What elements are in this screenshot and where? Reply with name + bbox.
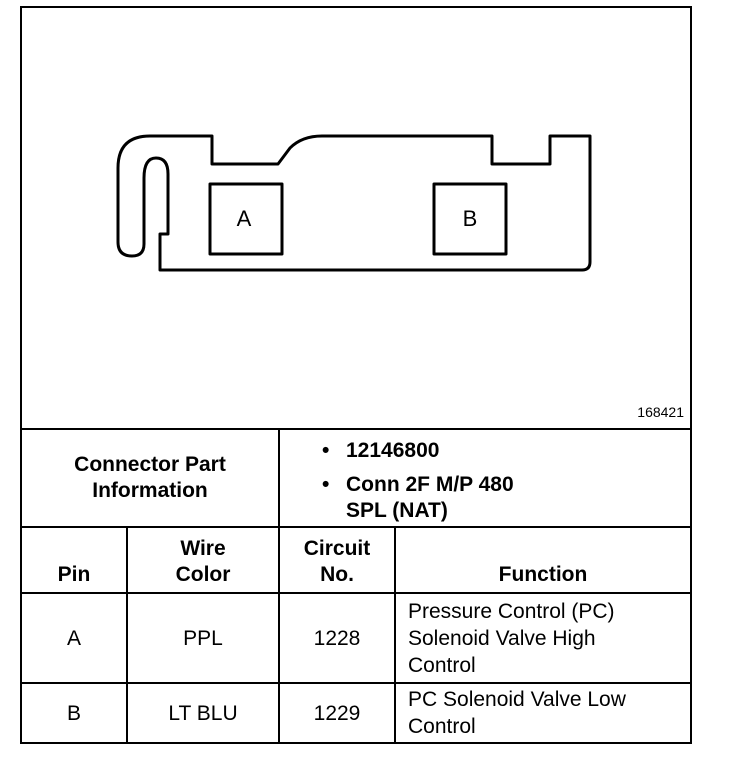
connector-description: • Conn 2F M/P 480 SPL (NAT)	[322, 473, 514, 522]
divider	[22, 682, 690, 684]
connector-outline-drawing	[116, 134, 592, 272]
table-row-a-function: Pressure Control (PC) Solenoid Valve Hig…	[408, 599, 615, 677]
pin-b-label: B	[462, 206, 478, 231]
connector-info-label: Connector Part Information	[74, 453, 226, 502]
table-row-b-function: PC Solenoid Valve Low Control	[408, 688, 626, 738]
divider	[126, 526, 128, 742]
connector-part-number: •12146800	[322, 439, 440, 462]
divider	[22, 428, 690, 430]
table-row-a-circuit: 1228	[313, 626, 361, 650]
connector-outline-icon	[116, 134, 592, 272]
connector-info-label-cell: Connector Part Information	[22, 430, 278, 526]
connector-sheet: A B 168421 Connector Part Information •1…	[20, 6, 692, 744]
table-row-b-pin: B	[66, 701, 81, 725]
table-row-a-wire-color: PPL	[183, 626, 223, 650]
pin-header: Pin	[57, 563, 91, 586]
figure-number: 168421	[637, 404, 684, 420]
table-row-b-wire-color: LT BLU	[168, 701, 238, 725]
divider	[22, 526, 690, 528]
table-row-a-pin: A	[66, 626, 81, 650]
divider	[394, 526, 396, 742]
divider	[22, 592, 690, 594]
circuit-number-header: Circuit No.	[303, 537, 371, 586]
connector-info-cell: •12146800 • Conn 2F M/P 480 SPL (NAT)	[280, 430, 690, 526]
function-header: Function	[498, 563, 588, 586]
divider	[278, 428, 280, 742]
wire-color-header: Wire Color	[175, 537, 231, 586]
pin-a-label: A	[236, 206, 252, 231]
table-row-b-circuit: 1229	[313, 701, 361, 725]
connector-diagram: A B 168421	[22, 8, 690, 428]
